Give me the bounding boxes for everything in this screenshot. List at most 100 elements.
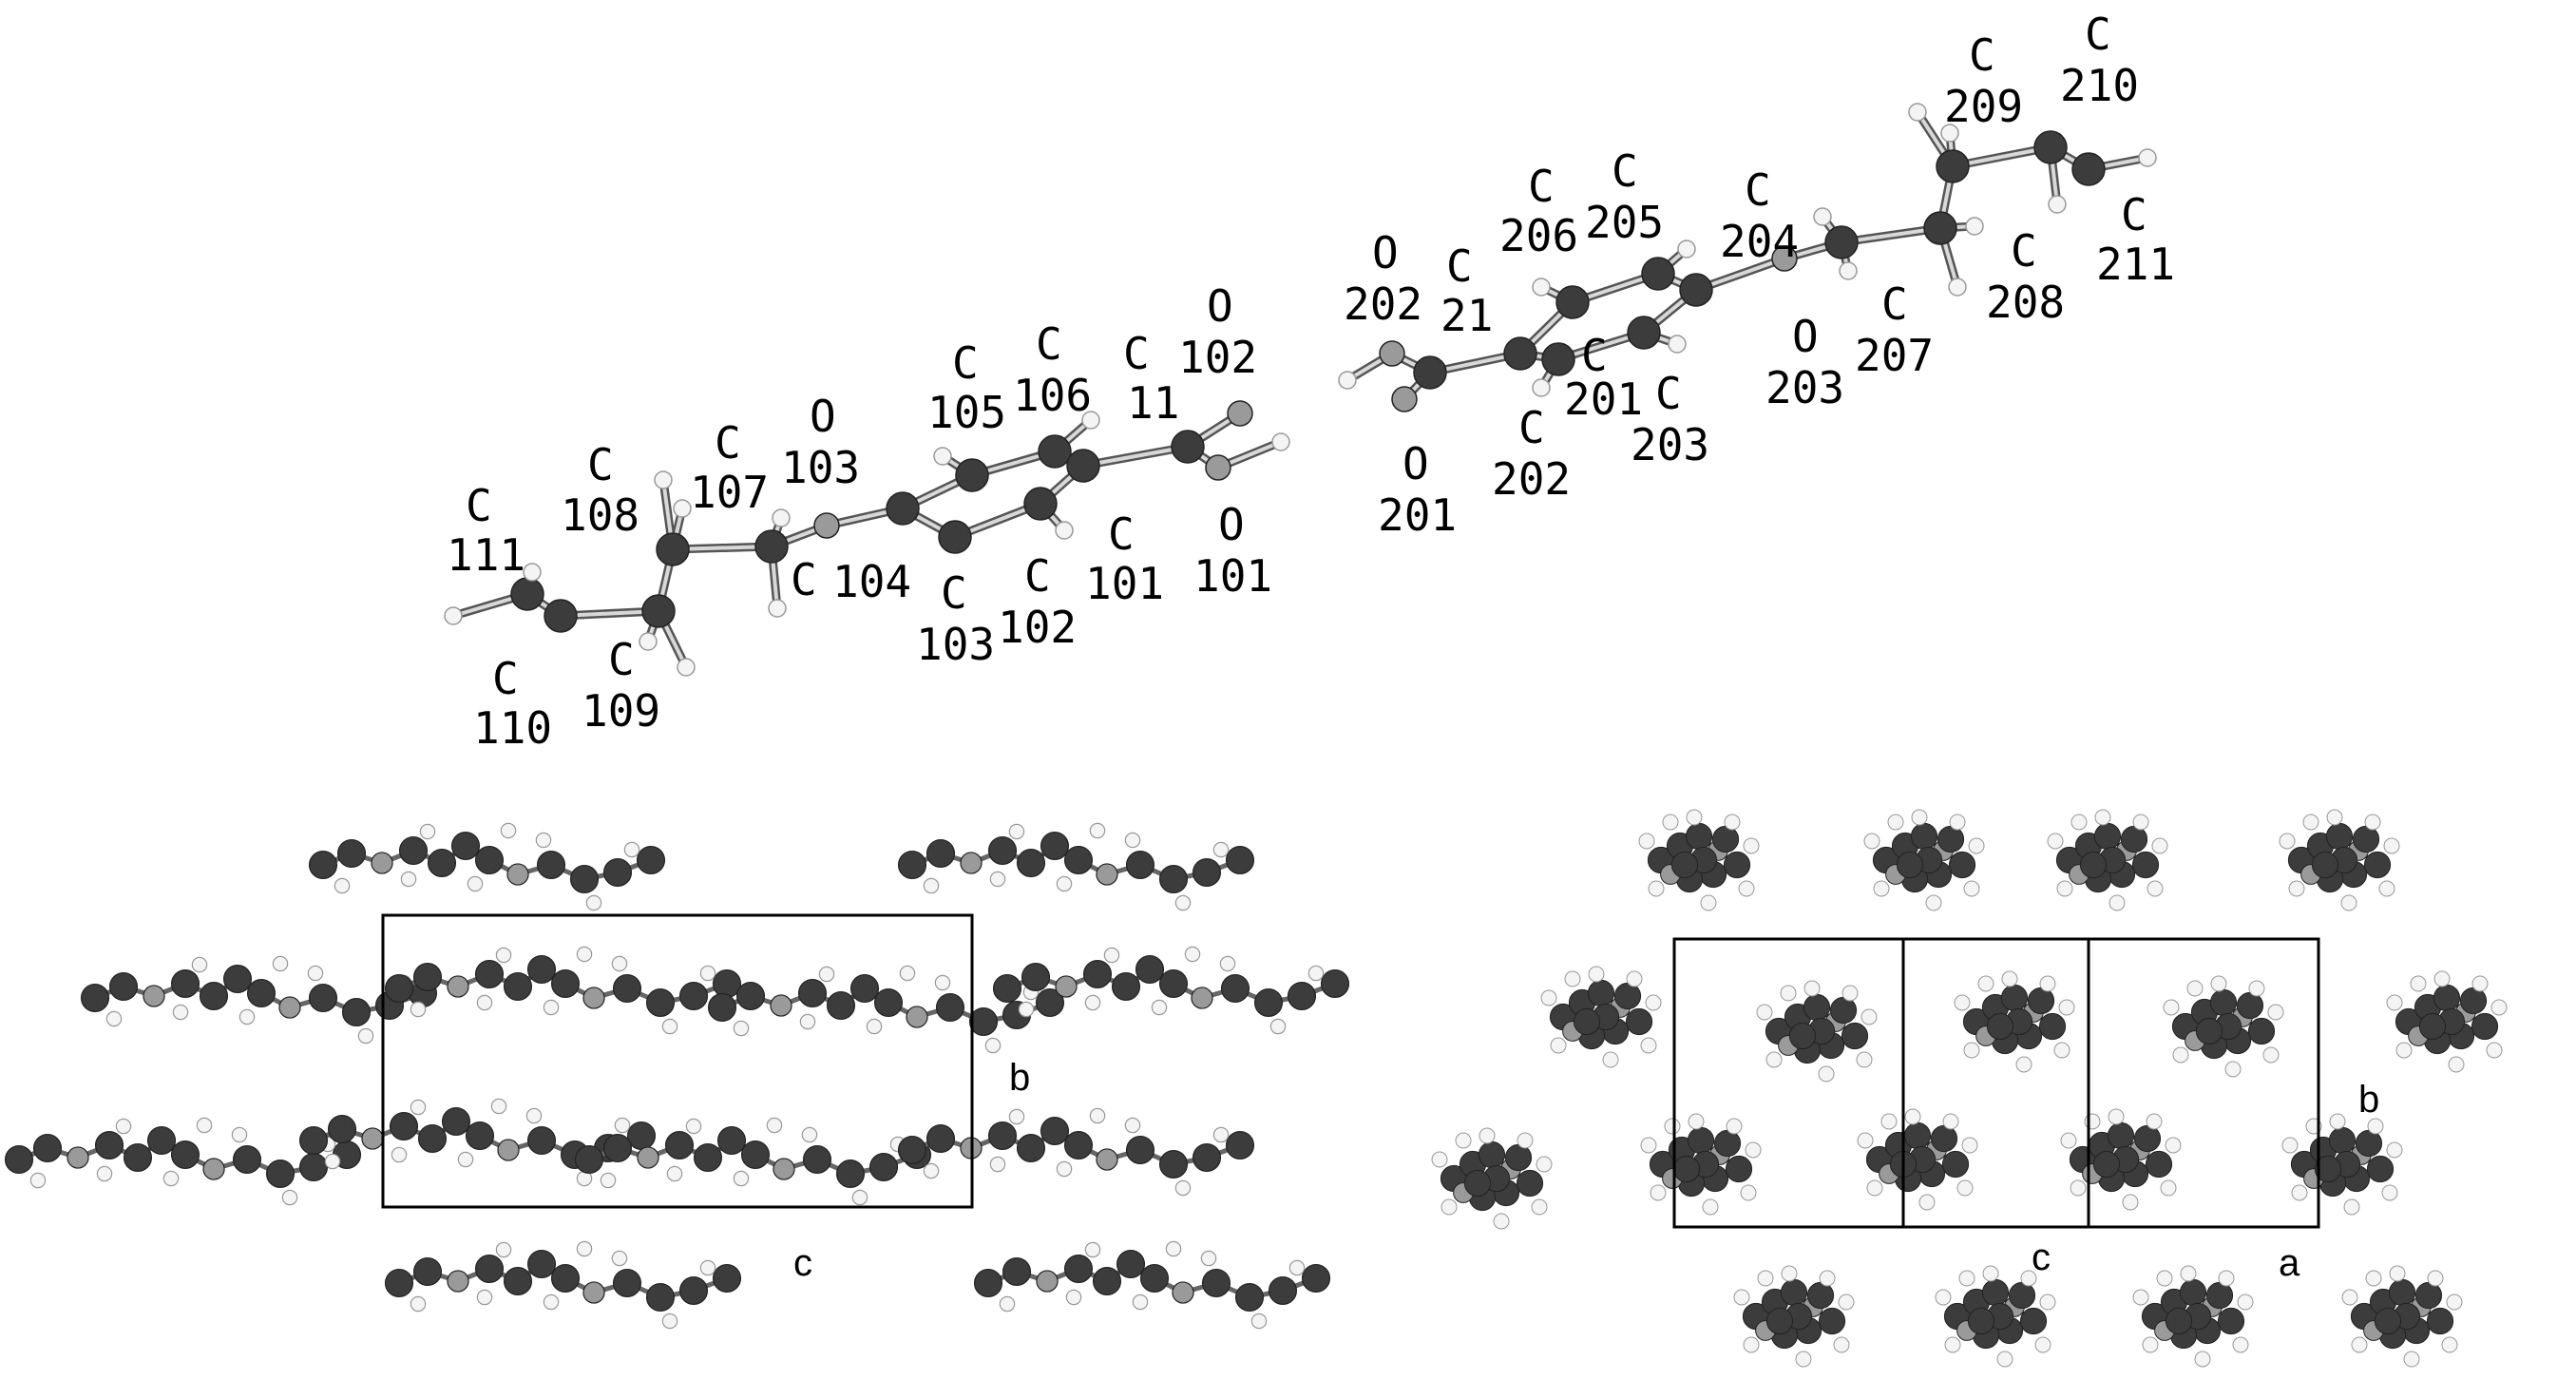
packing-atom — [535, 832, 552, 849]
packing-atom — [447, 975, 469, 998]
atom-sphere-h2 — [523, 563, 542, 582]
atom-label-c105-num: 105 — [927, 387, 1006, 438]
packing-atom — [987, 835, 1018, 866]
packing-atom — [1035, 987, 1065, 1018]
packing-atom-h — [2094, 809, 2111, 826]
packing-atom — [4, 1144, 34, 1175]
packing-atom — [1225, 1130, 1255, 1160]
packing-atom — [398, 835, 429, 866]
atom-sphere-h6 — [677, 658, 696, 677]
packing-atom — [934, 974, 951, 991]
packing-atom — [923, 877, 940, 894]
atom-sphere-o103 — [813, 512, 840, 539]
atom-sphere-h6 — [1813, 207, 1832, 226]
packing-atom-h — [2288, 880, 2305, 897]
packing-atom — [417, 1123, 448, 1154]
packing-atom-h — [1977, 975, 1994, 992]
packing-atom — [506, 863, 529, 886]
packing-atom — [582, 987, 605, 1009]
atom-sphere-c107 — [754, 529, 789, 564]
packing-atom-h — [1982, 1265, 1999, 1282]
packing-atom-h — [2490, 999, 2508, 1016]
packing-atom — [2107, 1121, 2135, 1150]
packing-atom — [1212, 1126, 1230, 1143]
packing-atom — [999, 1295, 1016, 1313]
unit-cell-right — [1672, 937, 2320, 1229]
packing-atom — [495, 947, 512, 964]
atom-sphere-h3 — [654, 470, 673, 489]
packing-atom-h — [1781, 1265, 1798, 1282]
packing-atom-h — [1918, 1194, 1936, 1211]
packing-atom — [2388, 1278, 2416, 1307]
packing-atom-h — [2267, 1004, 2284, 1021]
packing-atom — [1320, 968, 1350, 999]
packing-atom — [1151, 999, 1168, 1016]
packing-atom — [146, 1125, 177, 1156]
packing-atom-h — [1726, 1118, 1743, 1135]
atom-label-c207: C — [1881, 278, 1908, 330]
packing-atom — [172, 1004, 189, 1021]
packing-atom-h — [1664, 1118, 1681, 1135]
packing-atom-h — [2194, 1351, 2211, 1368]
packing-atom-h — [2378, 880, 2395, 897]
packing-atom — [897, 850, 927, 880]
packing-atom-h — [1745, 1141, 1762, 1159]
packing-atom-h — [2132, 1289, 2149, 1306]
axis-label-a-right: a — [2279, 1242, 2300, 1284]
packing-atom-h — [1702, 1198, 1719, 1216]
packing-atom — [384, 973, 414, 1004]
atom-label-c202: C — [1518, 402, 1545, 453]
atom-sphere-c203 — [1627, 316, 1661, 350]
atom-sphere-o201 — [1391, 386, 1418, 412]
packing-atom — [1269, 1018, 1287, 1035]
packing-atom — [637, 1146, 659, 1169]
molecule-2-atoms — [1338, 103, 2157, 412]
packing-atom — [2471, 1012, 2499, 1041]
packing-atom — [582, 1281, 605, 1304]
packing-atom-h — [2326, 809, 2343, 826]
packing-atom — [281, 1189, 298, 1206]
packing-atom — [1132, 1294, 1149, 1311]
packing-atom — [400, 871, 417, 888]
packing-atom-h — [1935, 1289, 1952, 1306]
packing-atom-h — [2224, 1061, 2242, 1078]
packing-atom — [202, 1158, 225, 1180]
atom-sphere-o101 — [1205, 454, 1231, 481]
packing-atom — [543, 999, 560, 1016]
packing-atom — [1063, 1130, 1094, 1160]
packing-atom — [503, 1266, 533, 1296]
packing-atom — [1981, 1278, 2010, 1307]
atom-sphere-o102 — [1227, 400, 1253, 427]
atom-sphere-h1 — [1338, 371, 1357, 390]
atom-label-o201: O — [1402, 438, 1429, 489]
atom-sphere-c105 — [955, 458, 989, 492]
atom-label-c205: C — [1612, 145, 1638, 197]
packing-atom — [797, 978, 828, 1008]
packing-atom — [1268, 1275, 1298, 1306]
packing-atom — [989, 871, 1006, 888]
atom-label-c105: C — [952, 337, 979, 389]
atom-label-c11: C — [1123, 328, 1150, 379]
atom-label-o102-num: 102 — [1178, 332, 1257, 383]
packing-atom-h — [1887, 814, 1904, 831]
packing-atom-h — [2341, 1289, 2358, 1306]
packing-atom-h — [2053, 1042, 2070, 1059]
packing-atom-h — [1833, 1336, 1850, 1353]
packing-atom-h — [2302, 814, 2319, 831]
packing-atom — [1307, 965, 1325, 982]
packing-atom — [1008, 823, 1025, 840]
packing-atom — [115, 1118, 132, 1135]
atom-label-c210: C — [2085, 9, 2111, 60]
packing-atom — [866, 1018, 883, 1035]
packing-atom-h — [2108, 1108, 2125, 1125]
packing-atom-h — [2427, 1270, 2444, 1287]
packing-atom — [526, 1125, 557, 1156]
packing-atom — [2217, 1307, 2245, 1335]
packing-atom — [170, 1140, 200, 1170]
packing-view-right — [1431, 809, 2508, 1368]
packing-atom — [1135, 954, 1165, 985]
packing-atom-h — [2386, 1141, 2403, 1159]
packing-atom-h — [1954, 994, 1971, 1011]
packing-atom — [361, 1127, 384, 1150]
packing-atom — [410, 1099, 427, 1116]
